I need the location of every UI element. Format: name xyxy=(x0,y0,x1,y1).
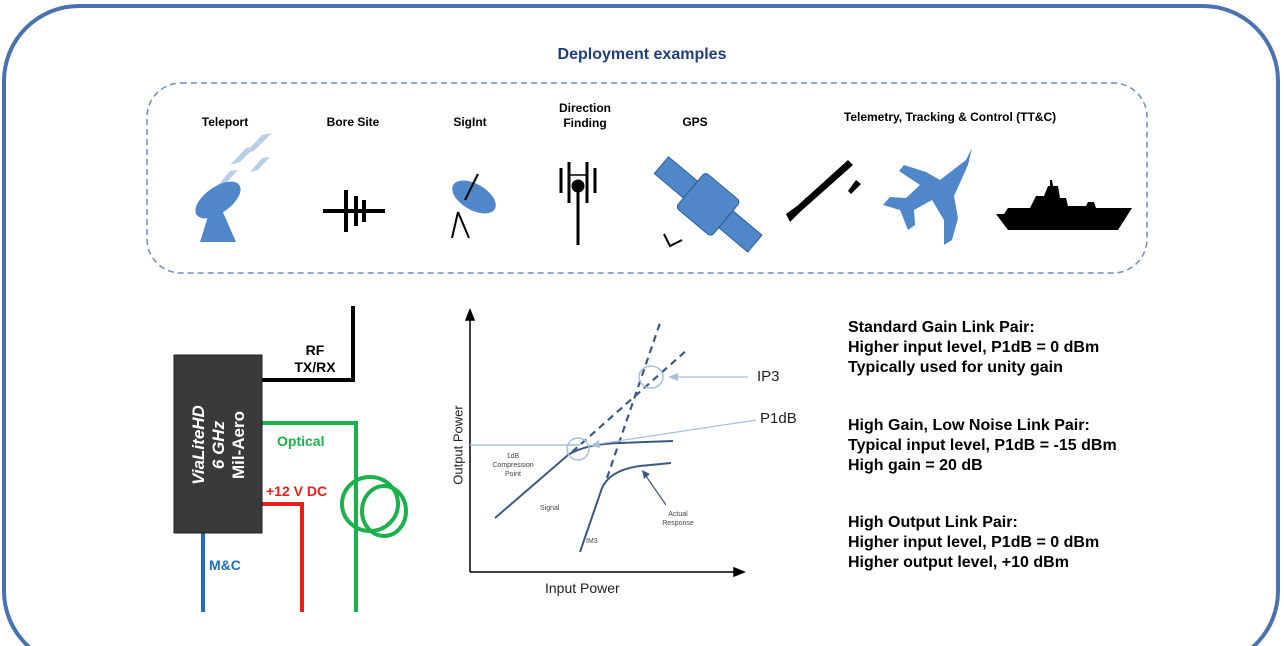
compression-label-line: 1dB xyxy=(506,453,520,460)
compression-point-marker xyxy=(566,437,590,461)
deployment-examples-box xyxy=(146,82,1148,274)
im3-extrapolation xyxy=(605,319,663,479)
actual-response-arrowhead xyxy=(642,470,650,479)
ip3-arrowhead xyxy=(668,373,678,381)
spec-line: Typical input level, P1dB = -15 dBm xyxy=(848,437,1117,454)
category-label-teleport: Teleport xyxy=(201,115,249,129)
im3-label: IM3 xyxy=(586,538,598,545)
outer-frame xyxy=(2,4,1280,646)
mc-label: M&C xyxy=(209,557,241,573)
warship-icon xyxy=(996,180,1132,230)
actual-response-line: Response xyxy=(662,520,694,527)
signal-label: Signal xyxy=(540,505,560,512)
x-axis-label: Input Power xyxy=(545,580,620,596)
actual-response-leader xyxy=(645,475,667,506)
spec-line: Higher output level, +10 dBm xyxy=(848,554,1069,571)
sigint-dish-icon xyxy=(451,173,496,239)
spec-line: Standard Gain Link Pair: xyxy=(848,319,1035,336)
category-label-line: Finding xyxy=(563,116,607,130)
device-name-line: Mil-Aero xyxy=(229,411,248,480)
p1db-label: P1dB xyxy=(760,410,797,427)
bore-site-antenna-icon xyxy=(323,190,385,232)
y-axis-label-text: Output Power xyxy=(450,405,466,485)
spec-block-standard-gain: Standard Gain Link Pair: Higher input le… xyxy=(848,318,1099,378)
ip3-label: IP3 xyxy=(757,368,780,385)
spec-block-high-gain: High Gain, Low Noise Link Pair: Typical … xyxy=(848,416,1117,476)
ip3-marker xyxy=(638,365,664,389)
spec-line: Higher input level, P1dB = 0 dBm xyxy=(848,339,1100,356)
spec-line: Typically used for unity gain xyxy=(848,359,1063,376)
category-label-sigint: SigInt xyxy=(453,115,487,129)
spec-line: High gain = 20 dB xyxy=(848,457,983,474)
spec-line: High Gain, Low Noise Link Pair: xyxy=(848,417,1090,434)
power-cable xyxy=(258,502,304,612)
missile-icon xyxy=(786,160,861,222)
actual-response-label: Actual Response xyxy=(653,510,703,528)
spec-block-high-output: High Output Link Pair: Higher input leve… xyxy=(848,513,1099,573)
category-label-direction-finding: Direction Finding xyxy=(535,101,635,131)
optical-label: Optical xyxy=(277,433,325,449)
spec-line: Higher input level, P1dB = 0 dBm xyxy=(848,534,1100,551)
category-label-line: Direction xyxy=(558,101,611,115)
im3-curve xyxy=(579,462,672,553)
compression-label-line: Point xyxy=(505,471,521,478)
p1db-leader xyxy=(597,419,757,445)
device-name: ViaLiteHD 6 GHz Mil-Aero xyxy=(184,358,254,532)
rf-label: RF TX/RX xyxy=(280,342,350,376)
optical-cable xyxy=(258,421,358,612)
signal-extrapolation xyxy=(571,349,688,453)
spec-line: High Output Link Pair: xyxy=(848,514,1018,531)
gps-satellite-icon xyxy=(653,156,763,253)
p1db-arrowhead xyxy=(590,440,600,448)
power-label: +12 V DC xyxy=(266,483,328,499)
device-name-line: 6 GHz xyxy=(209,420,228,470)
satellite-dish-icon xyxy=(195,133,272,242)
direction-finding-antenna-icon xyxy=(559,162,597,245)
compression-label-line: Compression xyxy=(492,462,534,469)
fighter-jet-icon xyxy=(883,148,972,245)
category-label-ttc: Telemetry, Tracking & Control (TT&C) xyxy=(843,110,1057,124)
optical-fiber-coil-icon xyxy=(340,475,408,538)
power-chart-axes xyxy=(464,307,747,578)
rf-label-line: TX/RX xyxy=(294,359,336,375)
category-label-bore-site: Bore Site xyxy=(326,115,380,129)
section-title: Deployment examples xyxy=(557,46,727,63)
compression-point-label: 1dB Compression Point xyxy=(488,452,538,479)
actual-response-line: Actual xyxy=(668,511,688,518)
device-name-line: ViaLiteHD xyxy=(189,405,208,485)
category-label-gps: GPS xyxy=(682,115,708,129)
vialitehd-unit xyxy=(173,354,263,534)
rf-label-line: RF xyxy=(305,342,325,358)
